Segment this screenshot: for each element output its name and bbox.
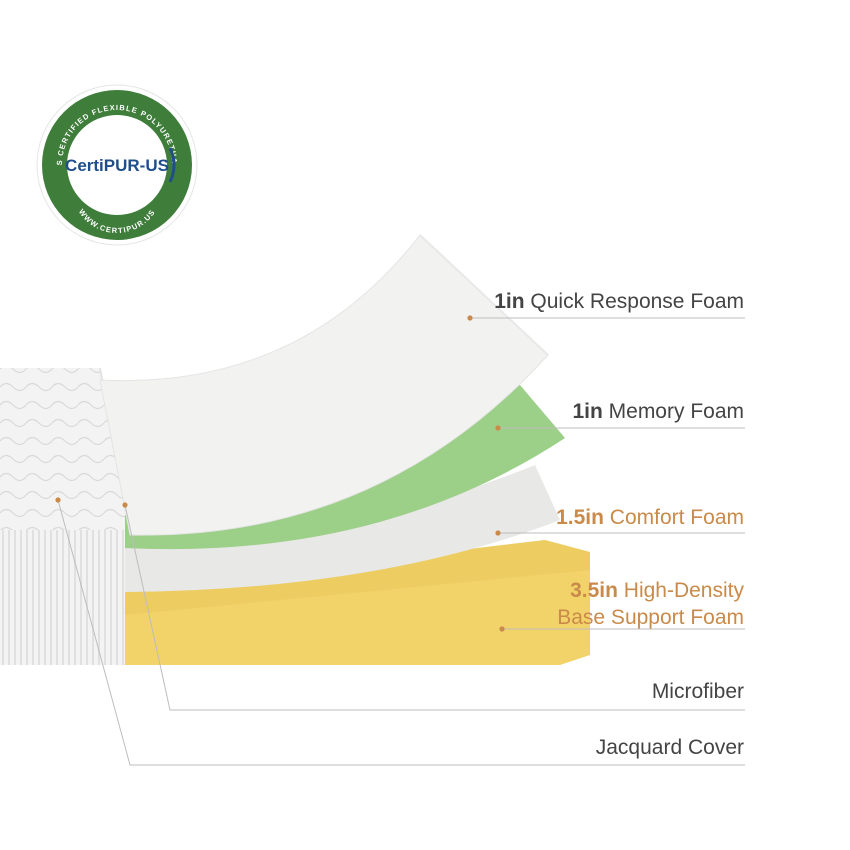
name-jacquard: Jacquard Cover (595, 736, 744, 759)
callout-dots (55, 315, 505, 632)
badge-brand: CertiPUR-US (65, 156, 169, 175)
certipur-badge: CONTAINS CERTIFIED FLEXIBLE POLYURETHANE… (0, 0, 198, 246)
thickness-comfort: 1.5in (556, 506, 604, 529)
callout-micro (124, 504, 745, 711)
thickness-memory: 1in (572, 400, 603, 423)
name-memory: Memory Foam (608, 400, 744, 423)
label-jacquard-cover: Jacquard Cover (596, 735, 744, 761)
label-quick-response-foam: 1in Quick Response Foam (494, 289, 744, 315)
name-base-line2: Base Support Foam (557, 606, 744, 629)
name-quick: Quick Response Foam (530, 290, 744, 313)
base-support-foam-layer (125, 540, 590, 665)
callout-lines (57, 317, 745, 766)
label-comfort-foam: 1.5in Comfort Foam (556, 505, 744, 531)
thickness-base: 3.5in (570, 579, 618, 602)
quick-response-foam-layer (99, 234, 549, 536)
jacquard-cover-block (0, 367, 131, 665)
callout-jacq (57, 499, 745, 766)
name-comfort: Comfort Foam (609, 506, 744, 529)
label-memory-foam: 1in Memory Foam (572, 399, 744, 425)
name-microfiber: Microfiber (651, 680, 744, 703)
label-microfiber: Microfiber (652, 679, 744, 705)
name-base: High-Density (623, 579, 744, 602)
thickness-quick: 1in (494, 290, 525, 313)
